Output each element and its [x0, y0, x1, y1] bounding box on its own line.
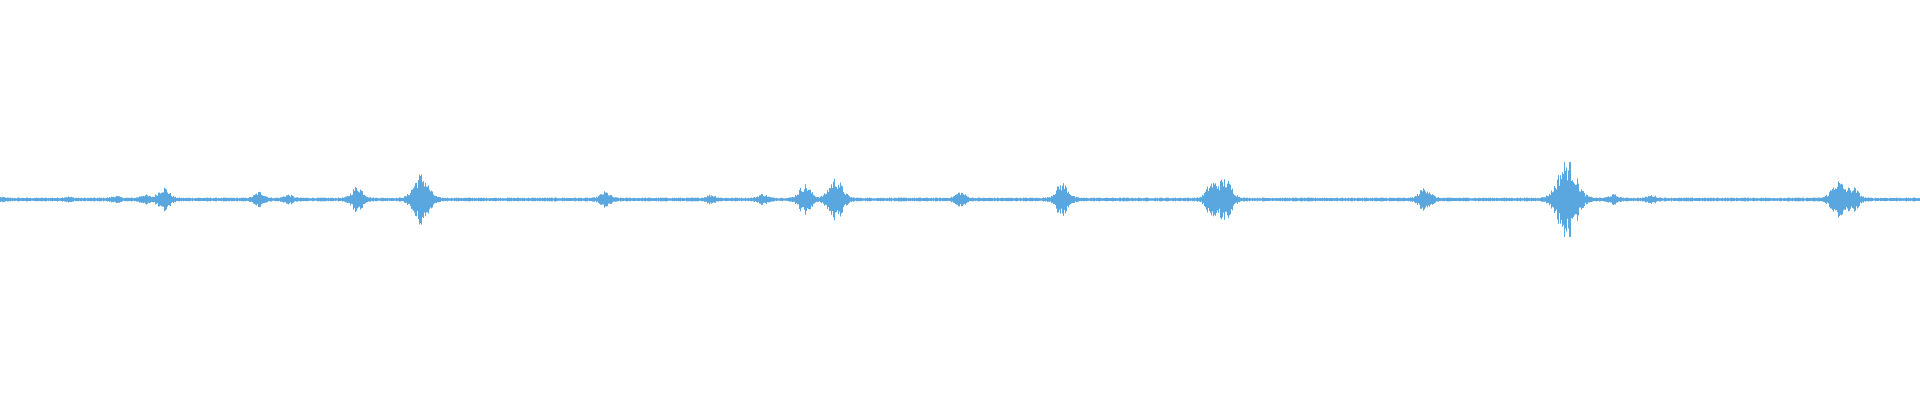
waveform-samples: [0, 161, 1920, 238]
waveform-trace: [0, 161, 1920, 238]
